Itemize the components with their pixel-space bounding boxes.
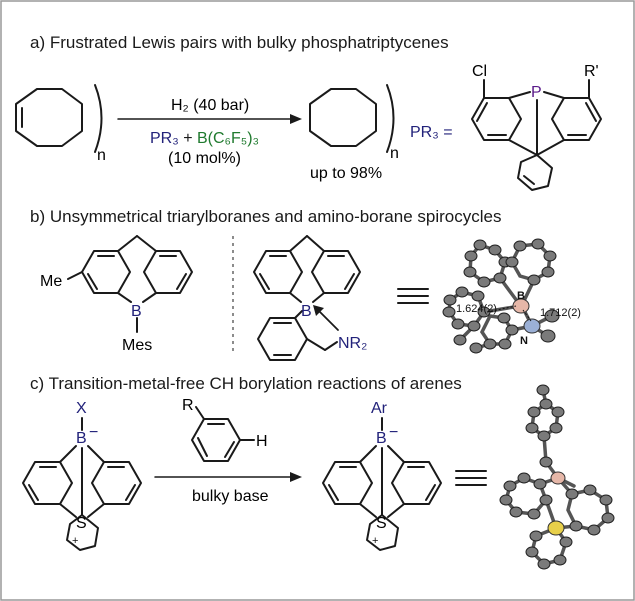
pr3-equals-label: PR₃ = <box>410 124 453 141</box>
minus-charge-left: − <box>89 424 98 441</box>
cycloalkane-product <box>309 84 395 153</box>
catalyst-loading-label: (10 mol%) <box>168 150 241 167</box>
amine-label: NR₂ <box>338 335 367 352</box>
ar-substituent-label: Ar <box>371 400 388 417</box>
boron-label-1: B <box>131 303 142 320</box>
yield-label: up to 98% <box>310 165 382 182</box>
panel-a-title: a) Frustrated Lewis pairs with bulky pho… <box>30 33 449 52</box>
xray-structure-b <box>442 238 560 354</box>
equivalence-sign-c <box>455 470 487 486</box>
bond-length-b-right: 1.712(2) <box>540 307 581 319</box>
equivalence-sign-b <box>397 288 429 304</box>
minus-charge-right: − <box>389 424 398 441</box>
borane-mes-structure <box>67 235 193 333</box>
x-substituent-label: X <box>76 400 87 417</box>
xray-nitrogen-label: N <box>520 335 528 347</box>
reactant-n-subscript: n <box>97 147 106 164</box>
boron-label-c-left: B <box>76 430 87 447</box>
panel-c-title: c) Transition-metal-free CH borylation r… <box>30 374 462 393</box>
product-n-subscript: n <box>390 145 399 162</box>
reaction-arrow-a <box>117 114 302 124</box>
boron-label-2: B <box>301 303 312 320</box>
borane-label: B(C₆F₅)₃ <box>197 130 259 147</box>
borate-sulfonium-product <box>322 417 442 551</box>
cycloalkene-reactant <box>15 84 103 153</box>
xray-structure-c <box>499 384 615 570</box>
panel-b-title: b) Unsymmetrical triarylboranes and amin… <box>30 207 501 226</box>
h2-pressure-label: H₂ (40 bar) <box>171 97 249 114</box>
reaction-arrow-c <box>154 472 302 482</box>
plus-label: + <box>179 130 197 147</box>
amino-borane-spirocycle <box>253 235 361 361</box>
phosphatriptycene-structure <box>471 79 602 191</box>
mesityl-label: Mes <box>122 337 152 354</box>
h-atom-label: H <box>256 433 268 450</box>
r-prime-label: R' <box>584 63 599 80</box>
arene-reagent <box>191 406 255 462</box>
pr3-label: PR₃ <box>150 130 179 147</box>
bulky-base-label: bulky base <box>192 488 269 505</box>
xray-boron-label: B <box>517 290 525 302</box>
r-substituent-label: R <box>182 397 194 414</box>
methyl-label: Me <box>40 273 62 290</box>
cl-atom-label: Cl <box>472 63 487 80</box>
boron-label-c-right: B <box>376 430 387 447</box>
bond-length-b-left: 1.624(2) <box>456 303 497 315</box>
sulfur-label-right: S <box>376 515 387 532</box>
plus-charge-left: + <box>72 535 78 547</box>
catalyst-label: PR₃ + B(C₆F₅)₃ <box>150 130 259 147</box>
plus-charge-right: + <box>372 535 378 547</box>
sulfur-label-left: S <box>76 515 87 532</box>
borate-sulfonium-reactant <box>22 417 142 551</box>
phosphorus-atom-label: P <box>531 84 542 101</box>
